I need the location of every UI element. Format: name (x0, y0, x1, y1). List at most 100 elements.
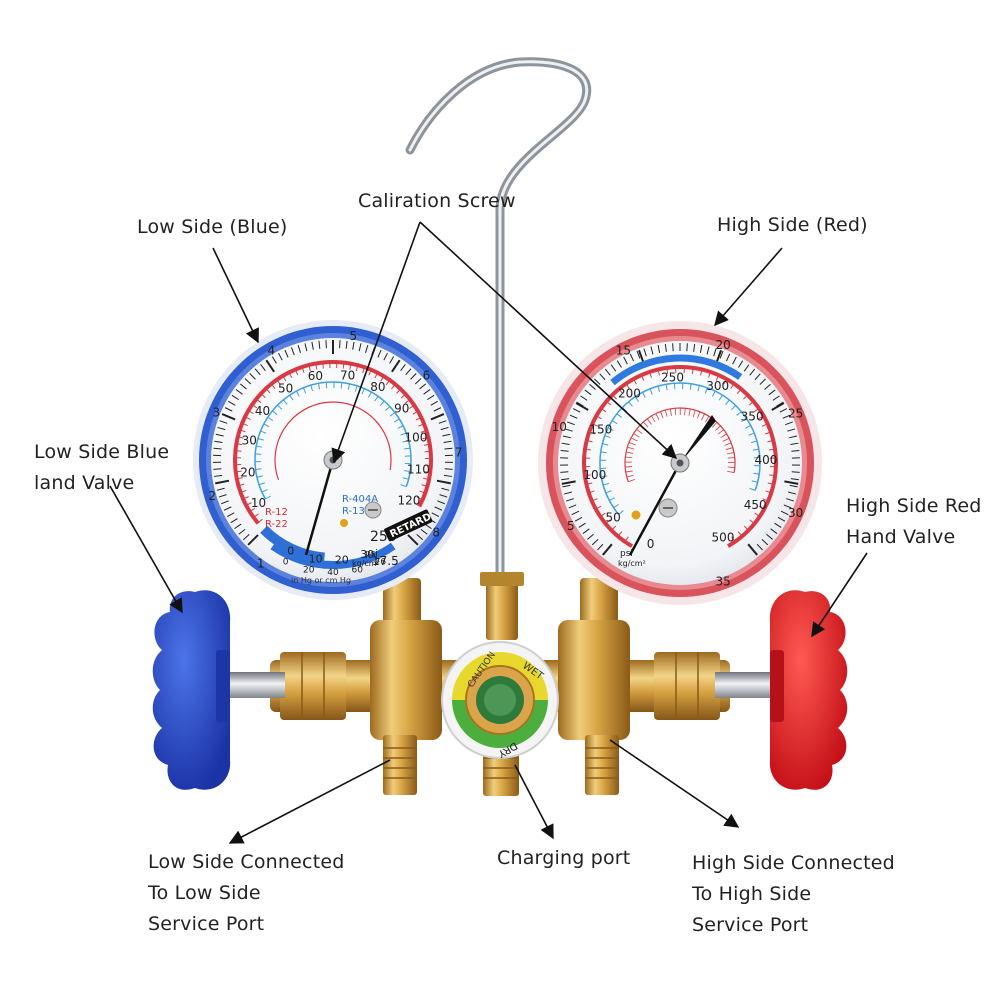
high-calibration-screw (676, 459, 684, 467)
high-side-service-port (585, 735, 619, 795)
high-side-red-hand-valve[interactable] (769, 590, 848, 790)
label-high-valve: High Side Red Hand Valve (846, 491, 982, 553)
label-high-valve-line1: High Side Red (846, 495, 982, 517)
arrow-calibration-high (419, 221, 678, 459)
low-bottom-value: 17.5 (372, 554, 399, 568)
hanging-hook (405, 57, 592, 585)
label-low-valve: Low Side Blue land Valve (34, 437, 169, 499)
arrow-high-valve (811, 552, 868, 638)
low-psi-tick-11: 120 (397, 494, 420, 508)
low-refrigerant-r134a: R-134a (342, 506, 377, 517)
arrow-low-side (212, 247, 259, 344)
label-low-side: Low Side (Blue) (137, 216, 288, 238)
label-calibration-screw: Caliration Screw (358, 190, 516, 212)
low-kg-tick-7: 8 (432, 525, 440, 539)
low-vac-tick-3: 30 (360, 548, 374, 561)
high-psi-tick-8: 400 (754, 453, 777, 467)
low-vac-tick-1: 10 (309, 552, 323, 565)
low-psi-tick-0: 10 (251, 496, 266, 510)
low-kg-tick-5: 6 (423, 369, 431, 383)
low-vaccm-tick-2: 40 (327, 568, 339, 578)
low-side-blue-hand-valve[interactable] (152, 590, 231, 790)
low-psi-tick-5: 60 (308, 369, 323, 383)
low-kg-tick-2: 3 (212, 406, 220, 420)
low-refrigerant-r404a: R-404A (342, 494, 378, 505)
low-unit-kg: kg/cm² (352, 559, 380, 568)
high-kg-tick-4: 25 (788, 406, 803, 420)
high-unit-kg: kg/cm² (618, 559, 646, 568)
high-psi-tick-4: 200 (618, 387, 641, 401)
low-vacuum-unit: in Hg or cm Hg (291, 576, 351, 585)
label-low-valve-line1: Low Side Blue (34, 441, 170, 463)
low-kg-tick-1: 2 (208, 489, 216, 503)
label-low-port-line3: Service Port (148, 913, 265, 935)
arrow-high-side (714, 247, 783, 327)
high-psi-tick-0: 0 (647, 537, 655, 551)
high-kg-tick-1: 10 (552, 420, 567, 434)
high-psi-tick-3: 150 (589, 423, 612, 437)
low-vac-tick-0: 0 (287, 544, 294, 557)
label-low-port: Low Side Connected To Low Side Service P… (148, 847, 345, 940)
high-psi-tick-5: 250 (661, 371, 684, 385)
low-gauge-tick-marks (213, 340, 453, 569)
high-psi-tick-7: 350 (741, 409, 764, 423)
high-kg-tick-6: 35 (715, 575, 730, 589)
high-unit-psi: psi (620, 549, 633, 559)
label-high-side: High Side (Red) (717, 214, 868, 236)
arrow-high-port (609, 739, 740, 828)
label-low-port-line1: Low Side Connected (148, 851, 345, 873)
high-kg-tick-3: 20 (715, 338, 730, 352)
sight-glass: CAUTION WET DRY (441, 641, 559, 759)
high-gauge-scale-labels: 0 50 100 150 200 250 300 350 400 450 500 5 10 15 20 25 3… (552, 338, 804, 589)
low-psi-tick-7: 80 (370, 380, 385, 394)
low-vac-tick-2: 20 (335, 553, 349, 566)
low-vaccm-tick-3: 60 (352, 565, 364, 575)
high-kg-tick-5: 30 (788, 506, 803, 520)
arrow-charging-port (514, 764, 554, 840)
high-psi-tick-6: 300 (706, 379, 729, 393)
callout-arrows (109, 221, 868, 844)
high-kg-tick-2: 15 (616, 344, 631, 358)
gauge-stems (383, 572, 618, 640)
low-psi-tick-2: 30 (242, 433, 257, 447)
low-psi-tick-3: 40 (255, 404, 270, 418)
low-vaccm-tick-1: 20 (303, 565, 315, 575)
low-gauge-needle (304, 459, 335, 556)
low-refrigerant-r12: R-12 (265, 507, 288, 518)
low-psi-tick-4: 50 (278, 381, 293, 395)
low-psi-tick-10: 110 (407, 463, 430, 477)
arrow-low-port (228, 759, 391, 844)
high-psi-tick-9: 450 (744, 498, 767, 512)
low-psi-tick-8: 90 (394, 402, 409, 416)
low-unit-psi: psi (365, 549, 378, 559)
high-psi-tick-2: 100 (583, 468, 606, 482)
label-high-valve-line2: Hand Valve (846, 526, 956, 548)
low-kg-tick-0: 1 (257, 556, 265, 570)
high-psi-tick-10: 500 (712, 531, 735, 545)
high-gauge-tick-marks (560, 343, 800, 556)
low-psi-tick-6: 70 (340, 368, 355, 382)
low-kg-tick-3: 4 (268, 343, 276, 357)
label-low-port-line2: To Low Side (148, 882, 261, 904)
arrow-low-valve (109, 485, 183, 614)
low-psi-tick-1: 20 (240, 466, 255, 480)
low-psi-tick-9: 100 (405, 431, 428, 445)
low-kg-tick-6: 7 (455, 445, 463, 459)
low-refrigerant-r22: R-22 (265, 519, 288, 530)
low-kg-tick-4: 5 (350, 329, 358, 343)
label-charging-port: Charging port (497, 847, 631, 869)
label-high-port-line3: Service Port (692, 914, 809, 936)
high-psi-tick-1: 50 (606, 510, 621, 524)
high-kg-tick-0: 5 (567, 519, 575, 533)
label-high-port-line1: High Side Connected (692, 852, 895, 874)
label-high-port-line2: To High Side (692, 883, 812, 905)
label-low-valve-line2: land Valve (34, 472, 135, 494)
label-high-port: High Side Connected To High Side Service… (692, 848, 895, 941)
low-vaccm-tick-4: 76 (375, 558, 387, 568)
high-side-gauge: 0 50 100 150 200 250 300 350 400 450 500 5 10 15 20 25 3… (538, 321, 822, 605)
high-gauge-needle (628, 462, 682, 556)
